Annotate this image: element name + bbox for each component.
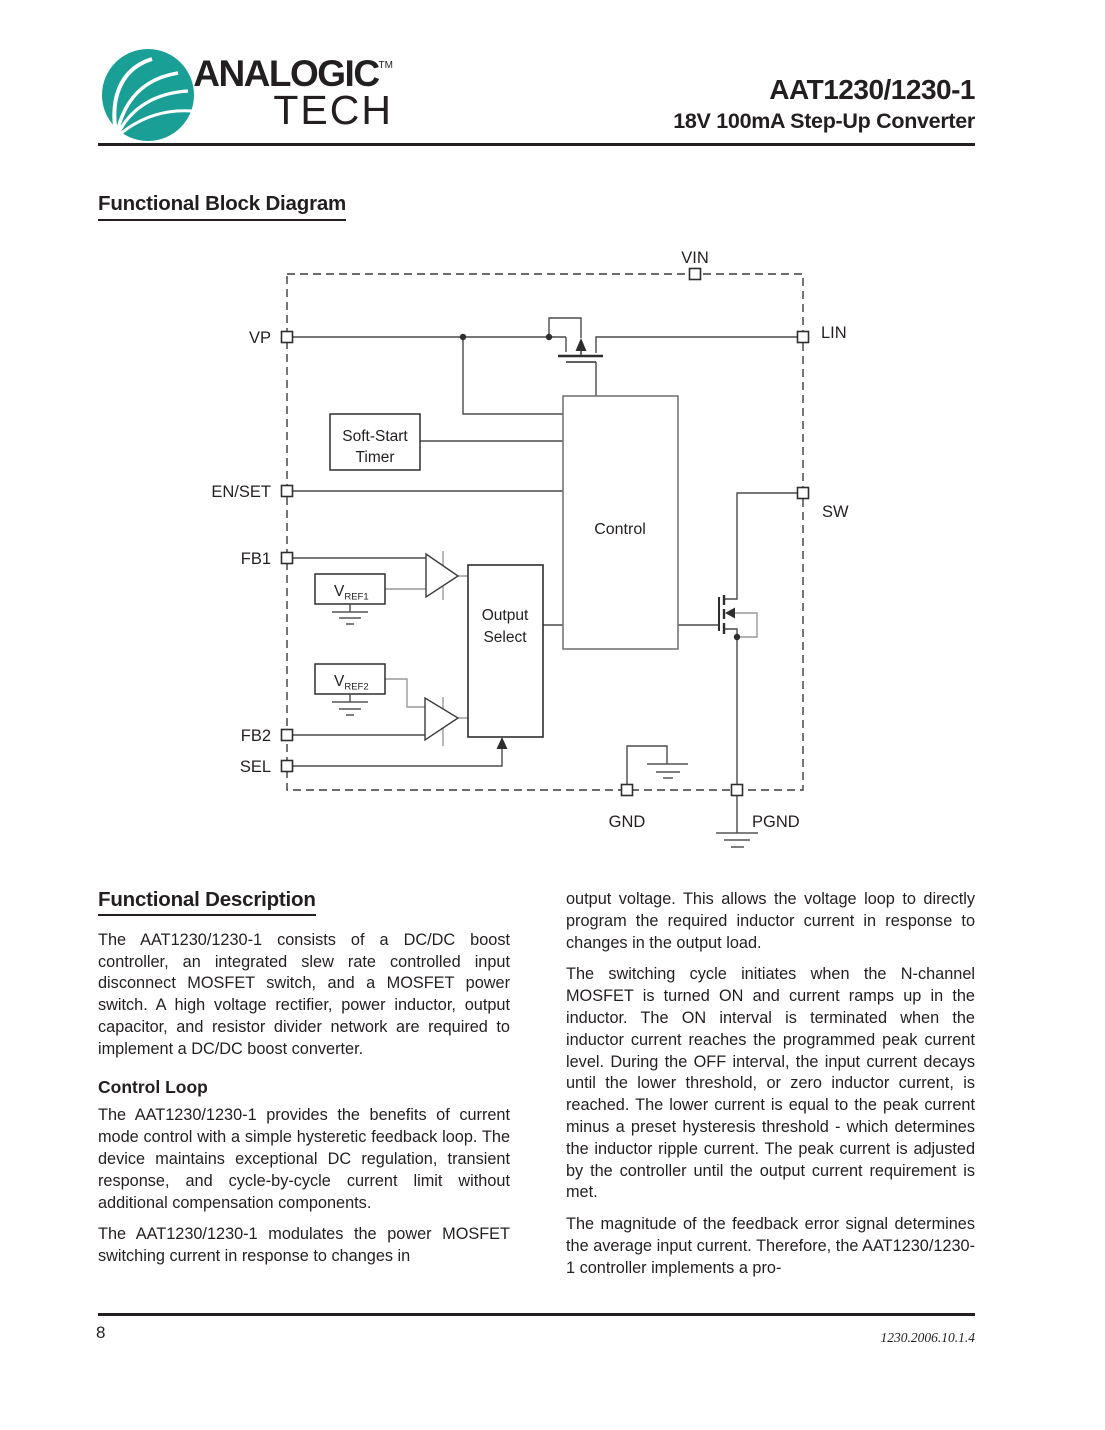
pin-label-enset: EN/SET [211, 483, 271, 501]
power-nmos [718, 595, 735, 634]
control-label: Control [594, 521, 646, 538]
pin-label-vp: VP [249, 329, 271, 347]
wire-gnd-branch [626, 745, 668, 784]
wire-vp-to-control [462, 337, 563, 415]
pin-label-sel: SEL [240, 758, 271, 776]
nmos-body-arrow [725, 607, 735, 619]
part-subtitle: 18V 100mA Step-Up Converter [673, 109, 975, 133]
pin-label-lin: LIN [821, 324, 847, 342]
pin-label-gnd: GND [609, 813, 646, 831]
part-number: AAT1230/1230-1 [769, 74, 975, 105]
trademark-symbol: TM [378, 60, 393, 71]
wires [293, 317, 797, 833]
wire-source-to-pgnd [724, 628, 738, 784]
vref2-ground-symbol [332, 694, 368, 716]
pin-sw [796, 486, 810, 500]
logo-leaf-curves [112, 57, 193, 137]
block-diagram-heading: Functional Block Diagram [98, 192, 346, 221]
pin-vp [280, 330, 294, 344]
footer-rule [98, 1313, 975, 1316]
vref2-label: VREF2 [334, 673, 369, 693]
brand-name-2: TECH [273, 87, 393, 133]
wire-sel [293, 749, 503, 767]
control-block [562, 395, 679, 650]
functional-description-heading: Functional Description [98, 889, 316, 916]
paragraph: output voltage. This allows the voltage … [566, 890, 975, 952]
sel-arrowhead [496, 737, 508, 749]
brand-name: ANALOGICTM [193, 53, 393, 94]
document-title-block: AAT1230/1230-1 18V 100mA Step-Up Convert… [480, 74, 975, 134]
paragraph: The AAT1230/1230-1 modulates the power M… [98, 1225, 510, 1266]
pin-fb2 [280, 728, 294, 742]
soft-start-label-1: Soft-Start [342, 428, 408, 445]
page-number: 8 [96, 1323, 106, 1342]
junction-dots [459, 333, 741, 641]
gnd-ground-symbol [647, 763, 688, 779]
paragraph: The magnitude of the feedback error sign… [566, 1215, 975, 1277]
junction-dot [545, 333, 553, 341]
pin-labels: VIN VP EN/SET FB1 FB2 SEL LIN SW GND PGN… [211, 249, 849, 831]
description-left-column: Functional Description The AAT1230/1230-… [98, 889, 510, 1278]
paragraph: The switching cycle initiates when the N… [566, 965, 975, 1202]
pin-sel [280, 759, 294, 773]
document-code: 1230.2006.10.1.4 [880, 1330, 976, 1345]
output-select-label-2: Select [483, 629, 527, 646]
wire-pmos-body-loop [548, 317, 582, 338]
pin-vin [688, 267, 702, 281]
wire-lin [595, 336, 797, 353]
pin-label-fb2: FB2 [241, 727, 271, 745]
output-select-block [467, 564, 544, 738]
vref1-ground-symbol [332, 604, 368, 625]
pin-lin [796, 330, 810, 344]
pgnd-ground-symbol [716, 832, 758, 848]
functional-block-diagram: Soft-Start Timer Control Output Select V… [211, 249, 849, 848]
comparator1 [425, 552, 460, 599]
ground-symbols [332, 604, 758, 848]
pin-fb1 [280, 551, 294, 565]
pin-gnd [620, 783, 634, 797]
nmos-body-wire [735, 612, 758, 638]
description-right-column: output voltage. This allows the voltage … [566, 889, 975, 1290]
junction-dot [733, 633, 741, 641]
pin-label-vin: VIN [681, 249, 709, 267]
pin-pgnd [730, 783, 744, 797]
pin-label-sw: SW [822, 503, 849, 521]
wire-sw [724, 492, 797, 600]
comparator2 [424, 696, 460, 742]
input-disconnect-pmos [558, 338, 603, 363]
soft-start-label-2: Timer [355, 449, 394, 466]
brand-wordmark: ANALOGICTM TECH [181, 55, 393, 131]
soft-start-timer-block [329, 413, 421, 471]
vref1-label: VREF1 [334, 583, 369, 603]
wire-vref2-out [385, 678, 425, 708]
chip-boundary [286, 273, 804, 791]
analogic-leaf-logo [102, 49, 194, 141]
header-rule [98, 143, 975, 146]
junction-dot [459, 333, 467, 341]
paragraph: The AAT1230/1230-1 provides the benefits… [98, 1106, 510, 1212]
logo-circle [102, 49, 194, 141]
pmos-body-arrow [575, 338, 587, 351]
pin-enset [280, 484, 294, 498]
control-loop-heading: Control Loop [98, 1076, 208, 1097]
vref1-block [314, 573, 386, 605]
pin-label-fb1: FB1 [241, 550, 271, 568]
paragraph: The AAT1230/1230-1 consists of a DC/DC b… [98, 930, 510, 1058]
pin-squares [280, 267, 810, 797]
output-select-label-1: Output [482, 607, 529, 624]
pin-label-pgnd: PGND [752, 813, 800, 831]
